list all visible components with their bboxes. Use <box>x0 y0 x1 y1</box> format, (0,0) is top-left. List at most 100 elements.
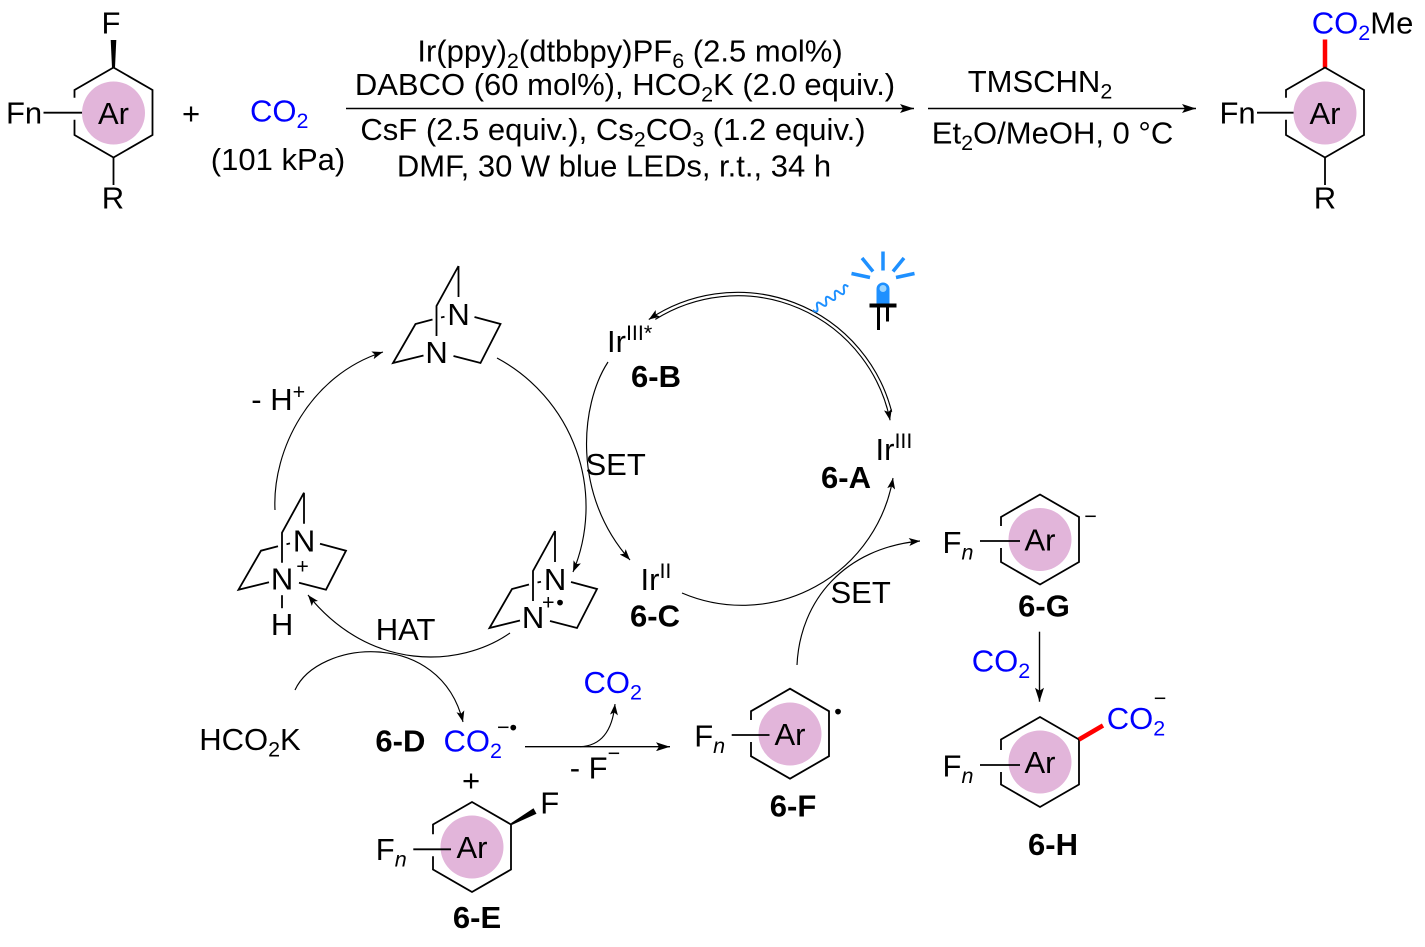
ring-label: Ar <box>775 717 806 752</box>
ir-reduced-species: IrII <box>641 559 672 597</box>
compound-label-6H: 6-H <box>1028 827 1078 862</box>
condition-text: CO <box>646 112 693 147</box>
ring-label: Ar <box>1310 96 1341 131</box>
potassium-formate: HCO2K <box>199 722 301 762</box>
fluorine-label: F <box>540 785 559 820</box>
led-base <box>869 303 897 308</box>
formula-subscript: 2 <box>268 738 280 762</box>
condition-solvent-temp: Et2O/MeOH, 0 °C <box>932 115 1173 155</box>
negative-charge: − <box>1154 686 1167 710</box>
substituent-count: n <box>395 848 407 872</box>
ring-label: Ar <box>1025 523 1056 558</box>
radical-dot: • <box>834 700 842 724</box>
set-label-upper: SET <box>586 447 646 482</box>
ir-reduced-6C: IrII 6-C <box>630 559 680 634</box>
oxidation-state: III <box>894 429 912 453</box>
formula-subscript: 2 <box>630 681 642 705</box>
condition-text: TMSCHN <box>968 64 1101 99</box>
light-ray <box>895 271 915 280</box>
nitrogen-label: N <box>293 524 315 559</box>
excitation-arrow-outer <box>648 291 893 412</box>
new-c-c-bond <box>1077 723 1105 742</box>
condition-subscript: 2 <box>701 83 713 107</box>
aryl-ring-bonds <box>1000 493 1080 586</box>
dabco-protonated: N N + H <box>236 492 348 642</box>
dabco: N N <box>391 265 502 370</box>
condition-text: (dtbbpy)PF <box>519 34 672 69</box>
carboxylate-group: CO2 <box>1107 701 1165 741</box>
formula-text: CO <box>1107 701 1154 736</box>
aryl-ring-bonds <box>1000 715 1080 809</box>
substituent-atom: F <box>376 832 395 867</box>
aryl-ring-bonds <box>73 66 154 159</box>
fluoride-loss-label: - F− <box>570 741 620 785</box>
co2-reagent: CO2 (101 kPa) <box>211 94 345 177</box>
formula-text: CO <box>444 724 491 759</box>
hydrogen-label: H <box>271 607 293 642</box>
condition-bases: CsF (2.5 equiv.), Cs2CO3 (1.2 equiv.) <box>360 112 865 152</box>
formula-text: K <box>280 722 301 757</box>
condition-text: Ir(ppy) <box>417 34 507 69</box>
condition-solvent-light: DMF, 30 W blue LEDs, r.t., 34 h <box>397 149 831 184</box>
hat-arrow <box>307 594 511 658</box>
nitrogen-label: N <box>447 297 469 332</box>
aryl-carboxylate-6H: CO2 − Fn Ar 6-H <box>943 686 1167 862</box>
set-arrow-dabco-oxidation <box>496 357 587 573</box>
step1-conditions: Ir(ppy)2(dtbbpy)PF6 (2.5 mol%) DABCO (60… <box>346 34 914 184</box>
substituent-label: Fn <box>694 719 725 759</box>
deprotonation-arrow <box>274 351 384 511</box>
set-arrow-aryl-reduction <box>796 538 921 666</box>
ester-co2-subscript: 2 <box>1358 21 1370 45</box>
co2-formula: CO2 <box>250 94 308 134</box>
dabco-bonds <box>487 530 599 630</box>
aryl-fluoride-6E: F Fn Ar 6-E <box>376 785 559 935</box>
oxidation-state: II <box>659 559 671 583</box>
condition-text: (1.2 equiv.) <box>704 112 865 147</box>
compound-label-6A: 6-A <box>821 460 871 495</box>
substituent-label: Fn <box>943 525 974 565</box>
fluoride-text: - F <box>570 750 608 785</box>
plus-sign: + <box>462 763 480 798</box>
radical-anion-charge: −• <box>497 715 517 739</box>
co2-pressure: (101 kPa) <box>211 142 345 177</box>
compound-label-6E: 6-E <box>453 900 501 935</box>
co2-radical-anion-formula: CO2 <box>444 724 502 764</box>
substituent-label: Fn <box>943 749 974 789</box>
plus-sign: + <box>182 96 200 131</box>
compound-label-6F: 6-F <box>770 789 817 824</box>
condition-text: (2.5 mol%) <box>684 34 842 69</box>
light-ray <box>851 271 871 280</box>
condition-text: DMF, 30 W blue LEDs, r.t., 34 h <box>397 149 831 184</box>
nitrogen-label: N <box>544 562 566 597</box>
compound-label-6D: 6-D <box>375 724 425 759</box>
aromatic-ring-circle <box>1293 81 1357 145</box>
substituent-count: n <box>961 764 973 788</box>
substituent-atom: F <box>943 525 962 560</box>
condition-text: DABCO (60 mol%), HCO <box>355 67 701 102</box>
substituent-atom: F <box>943 749 962 784</box>
ester-group-label: CO2Me <box>1312 5 1414 45</box>
ring-label: Ar <box>1025 745 1056 780</box>
metal-symbol: Ir <box>607 324 626 359</box>
radical-dot: • <box>556 590 564 614</box>
fluorine-label: F <box>102 6 121 41</box>
aromatic-ring-circle <box>440 815 504 879</box>
substituent-label: Fn <box>376 832 407 872</box>
deprotonation-text: - H <box>251 382 292 417</box>
step2-conditions: TMSCHN2 Et2O/MeOH, 0 °C <box>928 64 1196 155</box>
ir-excited-6B: IrIII* 6-B <box>607 321 681 394</box>
fluoride-charge: − <box>608 741 621 765</box>
condition-subscript: 2 <box>507 49 519 73</box>
ester-co2-text: CO <box>1312 5 1359 40</box>
aromatic-ring-circle <box>1008 730 1072 794</box>
formula-text: CO <box>972 644 1019 679</box>
bold-c-f-bond <box>511 808 537 825</box>
released-co2: CO2 <box>584 665 642 705</box>
positive-charge: + <box>542 591 555 615</box>
substituent-label: Fn <box>6 96 42 131</box>
ring-label: Ar <box>457 830 488 865</box>
set-arrow-ir-reduction <box>586 361 631 561</box>
compound-label-6B: 6-B <box>631 359 681 394</box>
dabco-bonds <box>236 492 348 592</box>
aryl-ring-bonds <box>432 800 512 894</box>
